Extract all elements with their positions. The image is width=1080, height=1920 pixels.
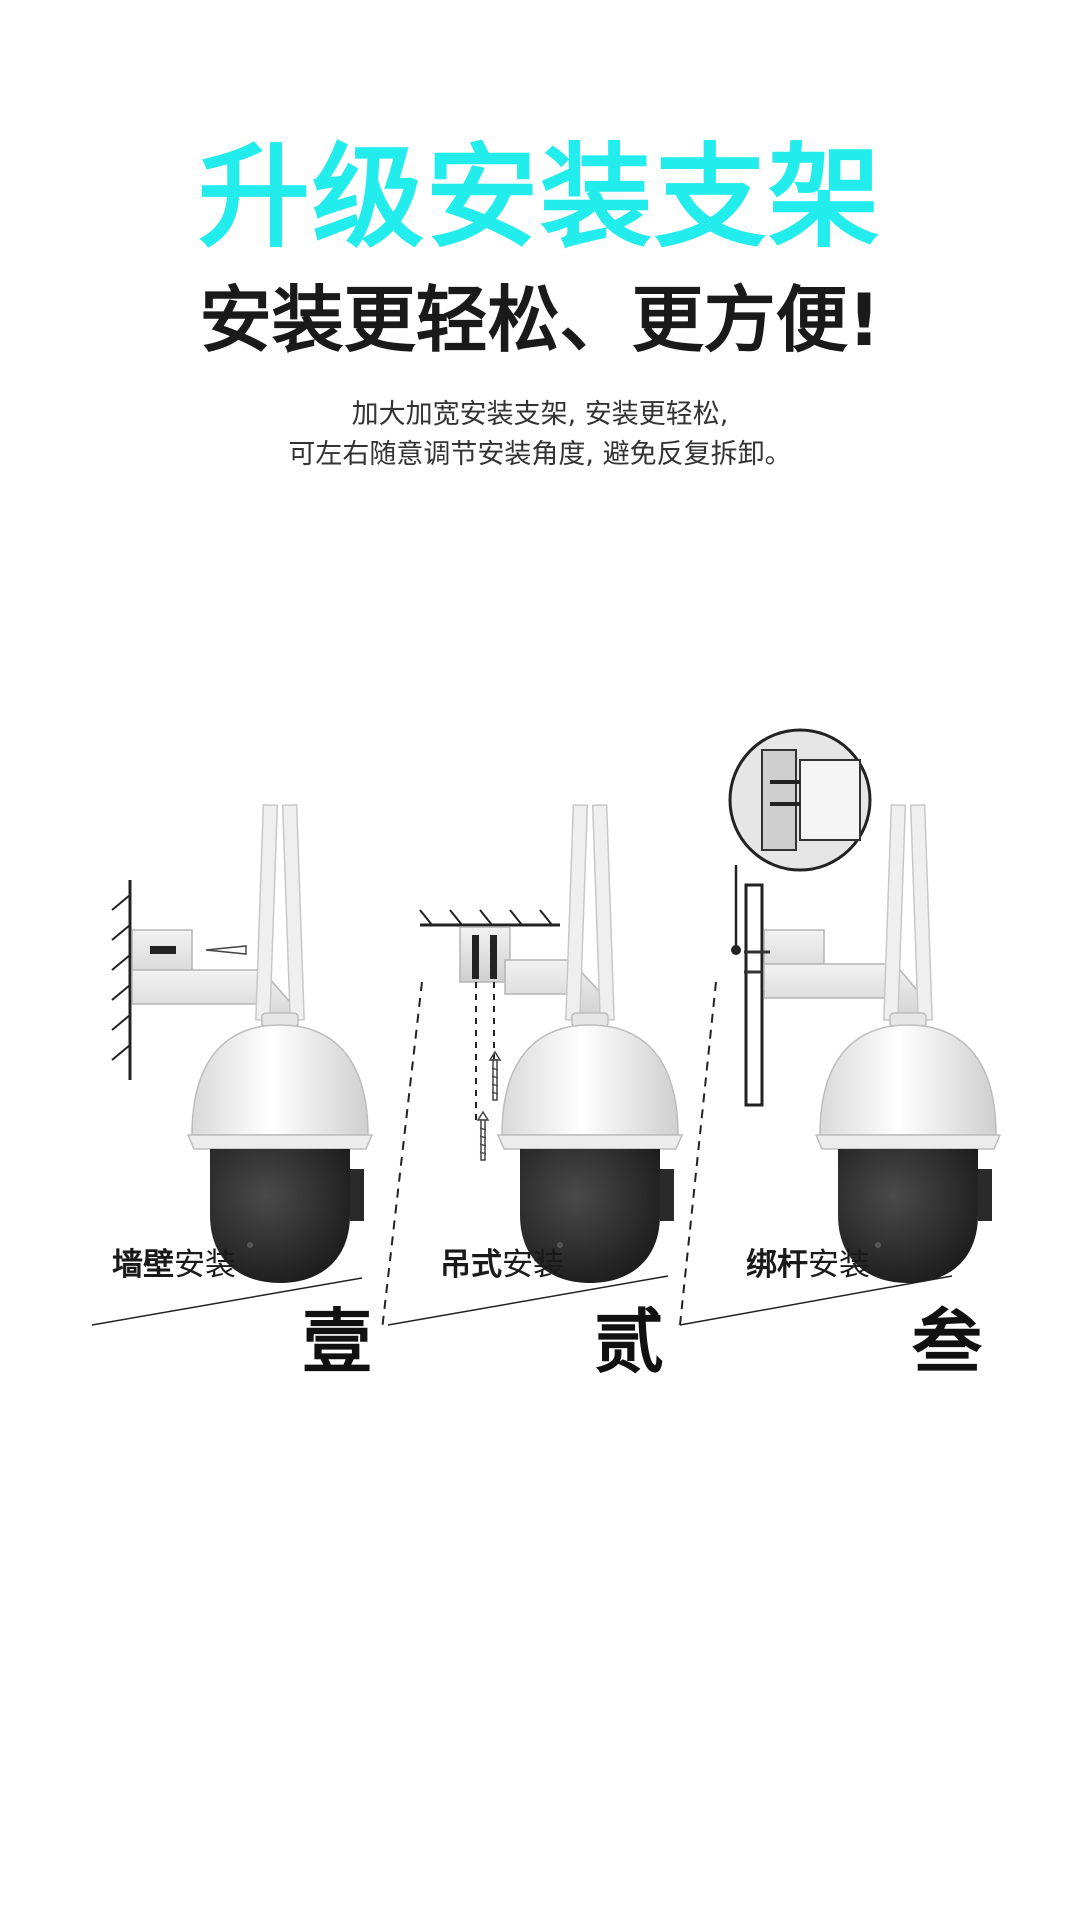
numeral-three: 叁 <box>912 1300 982 1383</box>
installation-drawing <box>91 728 1001 1331</box>
headline: 升级安装支架 <box>198 133 882 263</box>
pole-mount-label: 绑杆安装 <box>746 1247 870 1283</box>
ceiling-mount-illustration <box>419 804 683 1284</box>
description-line-2: 可左右随意调节安装角度, 避免反复拆卸。 <box>288 439 792 470</box>
numeral-two: 贰 <box>594 1300 664 1383</box>
subheadline: 安装更轻松、更方便! <box>199 278 881 362</box>
wall-mount-label: 墙壁安装 <box>112 1247 236 1283</box>
pole-mount-illustration <box>728 728 1001 1284</box>
ceiling-mount-label: 吊式安装 <box>440 1247 564 1283</box>
installation-illustration: 墙壁安装 吊式安装 绑杆安装 壹 贰 叁 <box>0 720 1080 1383</box>
numeral-one: 壹 <box>302 1300 372 1383</box>
description-line-1: 加大加宽安装支架, 安装更轻松, <box>351 399 729 430</box>
wall-mount-illustration <box>111 804 373 1284</box>
